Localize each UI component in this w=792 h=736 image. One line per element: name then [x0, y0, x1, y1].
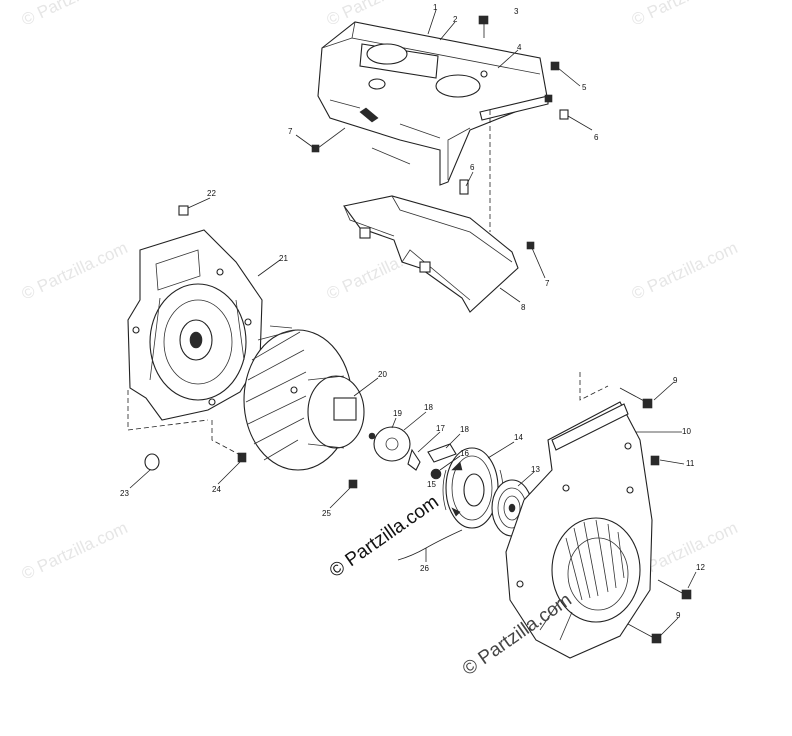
- spacer-6: [459, 109, 569, 195]
- callout-24: 24: [212, 485, 221, 494]
- callout-21: 21: [279, 254, 288, 263]
- ring-23: [144, 453, 160, 471]
- bolt-9-lower: [627, 623, 662, 644]
- callout-18: 18: [424, 403, 433, 412]
- callout-labels: 1 2 3 4 5 6 6 7 7 8 9 10 11 12 9 13 14 1…: [120, 3, 705, 620]
- callout-2: 2: [453, 15, 458, 24]
- bolt-3: [478, 15, 489, 38]
- callout-8: 8: [521, 303, 526, 312]
- nut-15: [430, 468, 442, 480]
- nut-11: [650, 455, 660, 466]
- recoil-cover: [505, 401, 653, 659]
- callout-13: 13: [531, 465, 540, 474]
- callout-11: 11: [686, 459, 695, 468]
- callout-10: 10: [682, 427, 691, 436]
- bolt-24: [237, 452, 247, 463]
- screw-7: [311, 127, 535, 250]
- bolt-12: [657, 579, 692, 600]
- callout-23: 23: [120, 489, 129, 498]
- callout-16: 16: [460, 449, 469, 458]
- callout-12: 12: [696, 563, 705, 572]
- callout-26: 26: [420, 564, 429, 573]
- plug-22: [178, 205, 189, 216]
- callout-9: 9: [673, 376, 678, 385]
- watermark-text: © Partzilla.com: [19, 518, 131, 584]
- watermark-text: © Partzilla.com: [19, 238, 131, 304]
- lower-shroud: [343, 195, 519, 313]
- watermark-text: © Partzilla.com: [629, 0, 741, 30]
- pawl-18: [427, 443, 457, 463]
- nut-25: [348, 479, 358, 489]
- callout-18: 18: [460, 425, 469, 434]
- callout-5: 5: [582, 83, 587, 92]
- leader-lines: [129, 9, 697, 637]
- starter-pulley: [442, 447, 504, 529]
- spring-clip-17: [407, 448, 421, 471]
- fan-housing: [127, 229, 263, 421]
- callout-15: 15: [427, 480, 436, 489]
- watermark-text: © Partzilla.com: [629, 238, 741, 304]
- flywheel-fan: [243, 325, 365, 471]
- callout-25: 25: [322, 509, 331, 518]
- callout-7: 7: [545, 279, 550, 288]
- callout-19: 19: [393, 409, 402, 418]
- callout-22: 22: [207, 189, 216, 198]
- watermark-text: © Partzilla.com: [19, 0, 131, 30]
- upper-shroud: [317, 21, 549, 186]
- callout-14: 14: [514, 433, 523, 442]
- callout-4: 4: [517, 43, 522, 52]
- watermark-text: © Partzilla.com: [324, 0, 436, 30]
- bolt-9-upper: [619, 387, 653, 409]
- callout-17: 17: [436, 424, 445, 433]
- nut-5: [544, 61, 560, 103]
- starter-plate-19: [368, 426, 411, 462]
- callout-20: 20: [378, 370, 387, 379]
- rope-26: [397, 529, 463, 561]
- callout-3: 3: [514, 7, 519, 16]
- callout-1: 1: [433, 3, 438, 12]
- callout-6: 6: [470, 163, 475, 172]
- callout-7: 7: [288, 127, 293, 136]
- callout-9: 9: [676, 611, 681, 620]
- callout-6: 6: [594, 133, 599, 142]
